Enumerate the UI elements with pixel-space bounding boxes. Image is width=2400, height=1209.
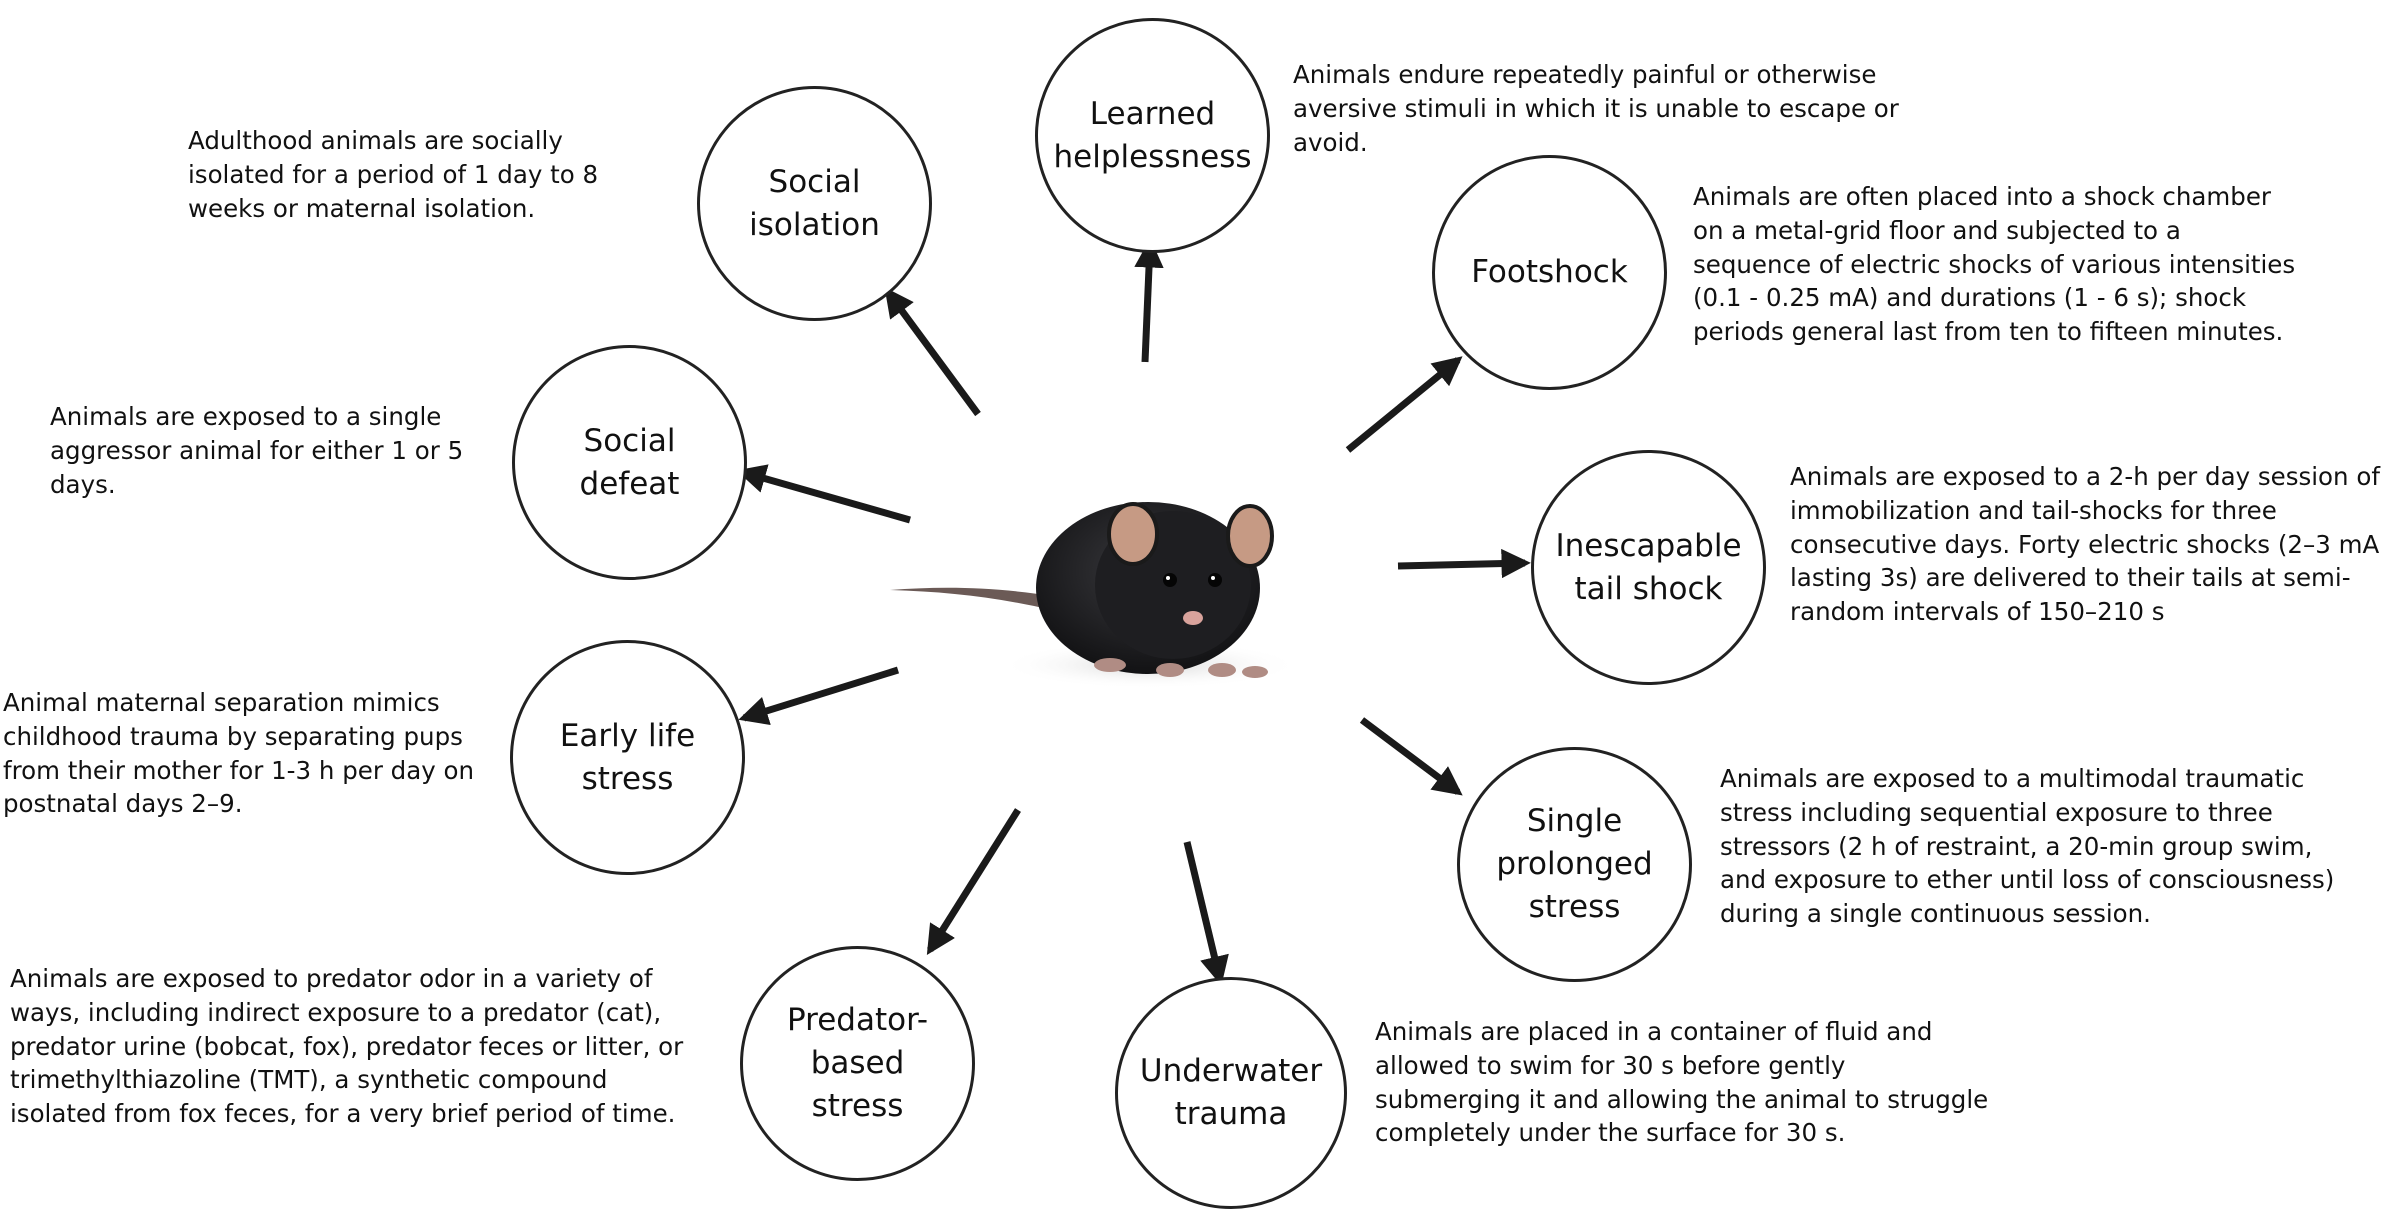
node-label: Early life stress bbox=[559, 717, 696, 797]
arrow-footshock bbox=[1345, 356, 1463, 453]
arrow-predator-based-stress bbox=[926, 808, 1021, 955]
description-predator-based-stress: Animals are exposed to predator odor in … bbox=[10, 964, 684, 1129]
arrow-learned-helplessness bbox=[1134, 238, 1164, 363]
node-single-prolonged-stress: Single prolonged stress bbox=[1457, 747, 1692, 982]
node-learned-helplessness: Learned helplessness bbox=[1035, 18, 1270, 253]
node-label: Inescapable tail shock bbox=[1555, 527, 1742, 607]
node-social-defeat: Social defeat bbox=[512, 345, 747, 580]
node-label: Single prolonged stress bbox=[1496, 803, 1653, 925]
node-label: Social defeat bbox=[579, 422, 680, 502]
arrow-single-prolonged-stress bbox=[1359, 717, 1463, 796]
description-underwater-trauma: Animals are placed in a container of flu… bbox=[1375, 1017, 1989, 1148]
node-inescapable-tail-shock: Inescapable tail shock bbox=[1531, 450, 1766, 685]
arrow-social-isolation bbox=[884, 287, 981, 417]
node-footshock: Footshock bbox=[1432, 155, 1667, 390]
description-single-prolonged-stress: Animals are exposed to a multimodal trau… bbox=[1720, 764, 2335, 929]
arrow-social-defeat bbox=[736, 464, 911, 524]
node-label: Learned helplessness bbox=[1053, 95, 1252, 175]
arrow-inescapable-tail-shock bbox=[1397, 548, 1531, 579]
description-footshock: Animals are often placed into a shock ch… bbox=[1693, 182, 2296, 347]
arrow-underwater-trauma bbox=[1183, 841, 1229, 986]
description-social-defeat: Animals are exposed to a single aggresso… bbox=[50, 402, 464, 499]
description-early-life-stress: Animal maternal separation mimics childh… bbox=[3, 688, 475, 819]
node-underwater-trauma: Underwater trauma bbox=[1115, 977, 1347, 1209]
description-inescapable-tail-shock: Animals are exposed to a 2-h per day ses… bbox=[1790, 462, 2380, 627]
description-social-isolation: Adulthood animals are socially isolated … bbox=[188, 126, 599, 223]
arrow-early-life-stress bbox=[738, 666, 900, 726]
node-label: Social isolation bbox=[749, 163, 880, 243]
node-label: Underwater trauma bbox=[1139, 1053, 1323, 1132]
node-social-isolation: Social isolation bbox=[697, 86, 932, 321]
node-predator-based-stress: Predator- based stress bbox=[740, 946, 975, 1181]
node-label: Footshock bbox=[1471, 254, 1628, 291]
mouse-illustration bbox=[890, 502, 1300, 689]
description-learned-helplessness: Animals endure repeatedly painful or oth… bbox=[1293, 60, 1899, 157]
node-early-life-stress: Early life stress bbox=[510, 640, 745, 875]
node-label: Predator- based stress bbox=[786, 1002, 929, 1124]
